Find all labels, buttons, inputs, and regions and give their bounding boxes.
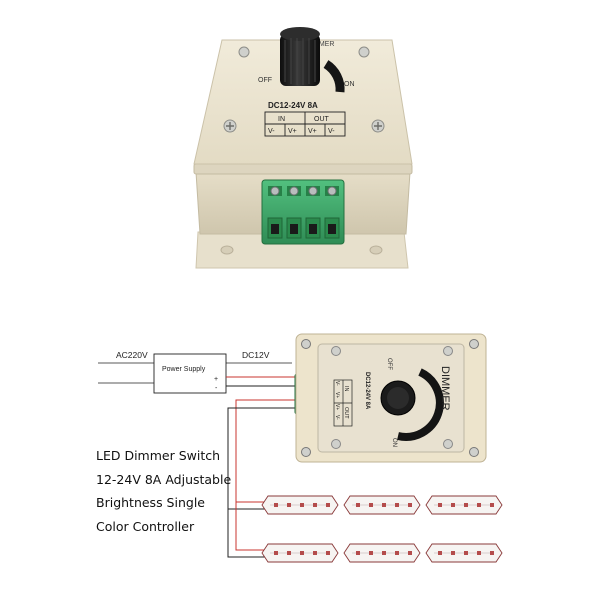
screw-icon	[443, 439, 453, 449]
led-chip	[274, 503, 278, 507]
terminal-pin-label: V-	[268, 128, 275, 135]
led-chip	[356, 551, 360, 555]
led-chip	[395, 503, 399, 507]
psu-minus-label: -	[215, 385, 218, 392]
brand-mark: DIMMER	[306, 41, 334, 48]
led-chip	[477, 551, 481, 555]
led-chip	[287, 551, 291, 555]
screw-icon	[238, 46, 250, 58]
description-line: Color Controller	[96, 518, 195, 534]
wiring-diagram: AC220V Power Supply + - DC12V	[98, 333, 503, 563]
led-chip	[300, 503, 304, 507]
mount-hole-right	[369, 245, 383, 255]
led-chip	[464, 503, 468, 507]
terminal-label-table: IN OUT V- V+ V+ V-	[264, 111, 346, 137]
mount-hole-left	[220, 245, 234, 255]
dial-on-label: ON	[344, 81, 355, 88]
led-chip	[408, 503, 412, 507]
led-chip	[477, 503, 481, 507]
description-line: LED Dimmer Switch	[96, 448, 221, 463]
led-chip	[490, 503, 494, 507]
device-title: DIMMER	[439, 366, 451, 411]
screw-icon	[371, 119, 385, 133]
led-chip	[313, 551, 317, 555]
ac-input-label: AC220V	[116, 350, 148, 360]
terminal-pin-label: V-	[328, 128, 335, 135]
led-chip	[451, 503, 455, 507]
screw-icon	[358, 46, 370, 58]
out-wire-positive-1	[235, 399, 300, 503]
psu-plus-label: +	[214, 376, 218, 383]
led-strip	[261, 543, 503, 563]
screw-icon	[301, 447, 311, 457]
device-terminal-table: IN OUT V- V+ V+ V-	[333, 379, 353, 427]
terminal-pin-label: V+	[288, 128, 297, 135]
led-chip	[490, 551, 494, 555]
led-chip	[326, 551, 330, 555]
description-line: Brightness Single	[96, 495, 205, 510]
rating-label: DC12-24V 8A	[268, 101, 318, 110]
led-chip	[395, 551, 399, 555]
screw-icon	[331, 439, 341, 449]
device-pin-label: V+	[334, 392, 340, 398]
led-chip	[369, 551, 373, 555]
led-strip	[261, 495, 503, 515]
device-terminal-in: IN	[343, 386, 349, 392]
screw-icon	[443, 346, 453, 356]
dimmer-knob[interactable]	[280, 27, 320, 86]
device-dial-off: OFF	[386, 358, 392, 370]
case-upper	[193, 39, 413, 165]
product-photo: OFF ON DIMMER DC12-24V 8A IN OUT V- V+ V…	[193, 27, 413, 269]
dial-off-label: OFF	[258, 77, 272, 84]
dial-arc	[323, 60, 345, 93]
device-terminal-out: OUT	[343, 407, 349, 419]
led-chip	[408, 551, 412, 555]
led-chip	[369, 503, 373, 507]
led-chip	[438, 551, 442, 555]
out-wire-negative-1	[227, 407, 300, 510]
device-pin-label: V-	[334, 381, 340, 386]
led-chip	[438, 503, 442, 507]
terminal-out-label: OUT	[314, 116, 330, 123]
dc-output-label: DC12V	[242, 350, 270, 360]
led-chip	[313, 503, 317, 507]
terminal-pin-label: V+	[308, 128, 317, 135]
terminal-block	[261, 179, 345, 245]
device-pin-label: V-	[334, 415, 340, 420]
led-chip	[300, 551, 304, 555]
screw-icon	[301, 339, 311, 349]
terminal-in-label: IN	[278, 116, 285, 123]
led-chip	[464, 551, 468, 555]
led-chip	[451, 551, 455, 555]
power-supply-box	[153, 353, 227, 394]
device-dial-on: ON	[391, 438, 397, 447]
device-pin-label: V+	[334, 404, 340, 410]
screw-icon	[469, 447, 479, 457]
led-chip	[326, 503, 330, 507]
led-chip	[274, 551, 278, 555]
led-chip	[356, 503, 360, 507]
screw-icon	[469, 339, 479, 349]
product-description: LED Dimmer Switch 12-24V 8A Adjustable B…	[96, 444, 266, 538]
led-chip	[382, 551, 386, 555]
out-wire-negative-2	[227, 509, 266, 558]
led-chip	[287, 503, 291, 507]
device-rating-label: DC12-24V 8A	[364, 372, 370, 410]
device-dial-arc	[397, 368, 444, 441]
power-supply-label: Power Supply	[162, 366, 206, 373]
diagram-dimmer-device: IN OUT V- V+ V+ V- DC12-24V 8A OFF ON DI…	[295, 333, 487, 463]
case-seam	[193, 163, 413, 175]
led-chip	[382, 503, 386, 507]
description-line: 12-24V 8A Adjustable	[96, 471, 232, 487]
screw-icon	[223, 119, 237, 133]
screw-icon	[331, 346, 341, 356]
out-wire-positive-2	[235, 502, 266, 551]
